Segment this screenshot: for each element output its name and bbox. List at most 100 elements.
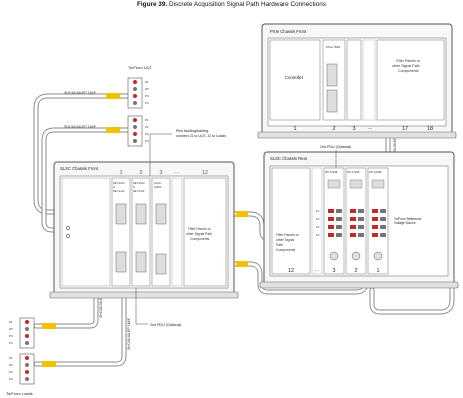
slsc-chassis-front: SLSC Chassis Front SET-2010 or SET-2110 … <box>49 129 239 299</box>
pxie-chassis-base <box>257 131 457 139</box>
rear-port-label: P2 <box>316 217 320 221</box>
round-connector <box>351 251 361 261</box>
terminal-label: P3 <box>145 94 149 98</box>
terminal-jack <box>25 334 29 338</box>
port-jack <box>336 233 342 237</box>
figure-number: Figure 39. <box>137 1 168 8</box>
rtm-connector <box>349 179 363 189</box>
slsc-front-filler-line-2: other Signal Path <box>186 232 212 236</box>
figure-title: Figure 39. Discrete Acquisition Signal P… <box>0 1 463 8</box>
slsc-front-label: SLSC Chassis Front <box>60 166 99 171</box>
pxie-slot-numbers: 1 2 3 ··· 17 18 <box>294 126 434 132</box>
terminal-label: P1 <box>9 320 13 324</box>
slsc-rear-slot-number: ··· <box>314 268 320 274</box>
terminal-jack <box>133 132 137 136</box>
port-jack <box>358 225 364 229</box>
cable-label-uut-2: SHC68-68-EP 1M/F <box>64 125 97 129</box>
terminal-label: P2 <box>9 327 13 331</box>
pxie-chassis-label: PXIe Chassis Front <box>270 29 307 34</box>
cable-marker <box>236 261 248 267</box>
port-jack <box>372 233 378 237</box>
port-jack <box>358 209 364 213</box>
ref-label-line-2: Voltage Source <box>394 221 416 225</box>
terminal-block <box>127 77 143 109</box>
terminal-label: P4 <box>145 101 149 105</box>
module-1-connector-j2 <box>115 251 127 273</box>
cable-marker <box>42 323 56 329</box>
cable-loads-2 <box>33 259 127 367</box>
pxie-slot-number: 3 <box>353 126 356 132</box>
terminal-label: P2 <box>9 363 13 367</box>
module-2-label-line-3: SET-2110 <box>133 189 145 193</box>
terminal-jack <box>133 118 137 122</box>
module-2-connector-j1 <box>135 203 147 225</box>
slsc-front-controller <box>61 177 111 287</box>
slsc-rear-slot-empty <box>311 167 323 275</box>
terminal-label: P4 <box>145 139 149 143</box>
terminal-jack <box>133 87 137 91</box>
pxie-filler-panel <box>376 39 445 121</box>
rear-port-label: P3 <box>316 225 320 229</box>
terminal-label: P2 <box>145 87 149 91</box>
rtm-label: RTI-12258 <box>325 170 338 174</box>
slsc-chassis-rear: SLSC Chassis Rear Filler Panels or other… <box>259 151 459 289</box>
rtm-label: RTI-12258 <box>347 170 360 174</box>
terminal-label: P1 <box>145 118 149 122</box>
terminal-label: P3 <box>9 370 13 374</box>
indicator-led <box>66 226 70 230</box>
connector-block-uut-1: P1 P2 P3 P4 <box>127 77 149 109</box>
terminal-jack <box>25 341 29 345</box>
module-1-label-line-3: SET-2110 <box>113 189 125 193</box>
port-jack <box>380 225 386 229</box>
vhdci-connector <box>326 63 338 87</box>
module-2-label-line-2: or <box>133 185 135 189</box>
cable-marker <box>236 211 248 217</box>
module-1-label-line-2: or <box>113 185 115 189</box>
pin-note-line-2: connect J1 to UUT, J2 to Loads <box>176 134 226 138</box>
cable-marker <box>106 93 120 99</box>
port-jack <box>380 217 386 221</box>
controller-module <box>269 39 321 121</box>
rtm-connector <box>371 179 385 189</box>
terminal-jack <box>133 101 137 105</box>
slsc-front-base <box>49 291 239 299</box>
slsc-rear-filler-line-2: other Signal <box>276 238 294 242</box>
connector-block-uut-2: P1 P2 P3 P4 <box>127 115 149 147</box>
slsc-front-slot-number: 3 <box>160 170 163 176</box>
port-jack <box>328 217 334 221</box>
port-jack <box>380 209 386 213</box>
port-jack <box>372 217 378 221</box>
slsc-front-slot-number: 2 <box>140 170 143 176</box>
pdu-label-rear: 2nd PDU (Optional) <box>320 145 351 149</box>
module-2-label-line-1: SET-2010 <box>133 181 145 185</box>
pdu-labels: 2nd PDU (Optional) 2nd PDU (Optional) <box>135 145 351 327</box>
slsc-rear-filler-line-4: Components <box>276 248 296 252</box>
cable-label-uut-1: SHC68-68-EP 1M/F <box>64 91 97 95</box>
port-jack <box>380 233 386 237</box>
slsc-front-slot-number: 12 <box>202 170 208 176</box>
port-jack <box>328 233 334 237</box>
uut-connectors: To/From UUT P1 P2 P3 P4 P1 P2 P3 <box>127 65 153 147</box>
rear-port-rows: P1 P2 P3 P4 <box>316 209 320 237</box>
connector-block-loads-1: P1 P2 P3 P4 <box>9 317 35 349</box>
terminal-jack <box>133 94 137 98</box>
vhdci-connector <box>326 89 338 113</box>
slsc-front-slot-number: ··· <box>174 170 180 176</box>
terminal-label: P1 <box>145 80 149 84</box>
slsc-rear-filler-line-1: Filler Panels or <box>276 233 299 237</box>
terminal-jack <box>25 356 29 360</box>
terminal-label: P2 <box>145 125 149 129</box>
uut-label: To/From UUT <box>128 65 153 70</box>
round-connector <box>329 251 339 261</box>
connector-block-loads-2: P1 P2 P3 P4 <box>9 353 35 385</box>
slsc-front-filler-line-3: Components <box>190 237 210 241</box>
rtm-label: RTI-12258 <box>369 170 382 174</box>
pxie-chassis: PXIe Chassis Front Controller PXIe-7822 … <box>257 23 457 139</box>
terminal-block <box>19 353 35 385</box>
round-connector <box>373 251 383 261</box>
figure-caption: Discrete Acquisition Signal Path Hardwar… <box>168 1 326 8</box>
module-3-connector-j2 <box>155 253 167 275</box>
slsc-rear-label: SLSC Chassis Rear <box>270 156 308 161</box>
port-jack <box>336 217 342 221</box>
port-jack <box>350 217 356 221</box>
